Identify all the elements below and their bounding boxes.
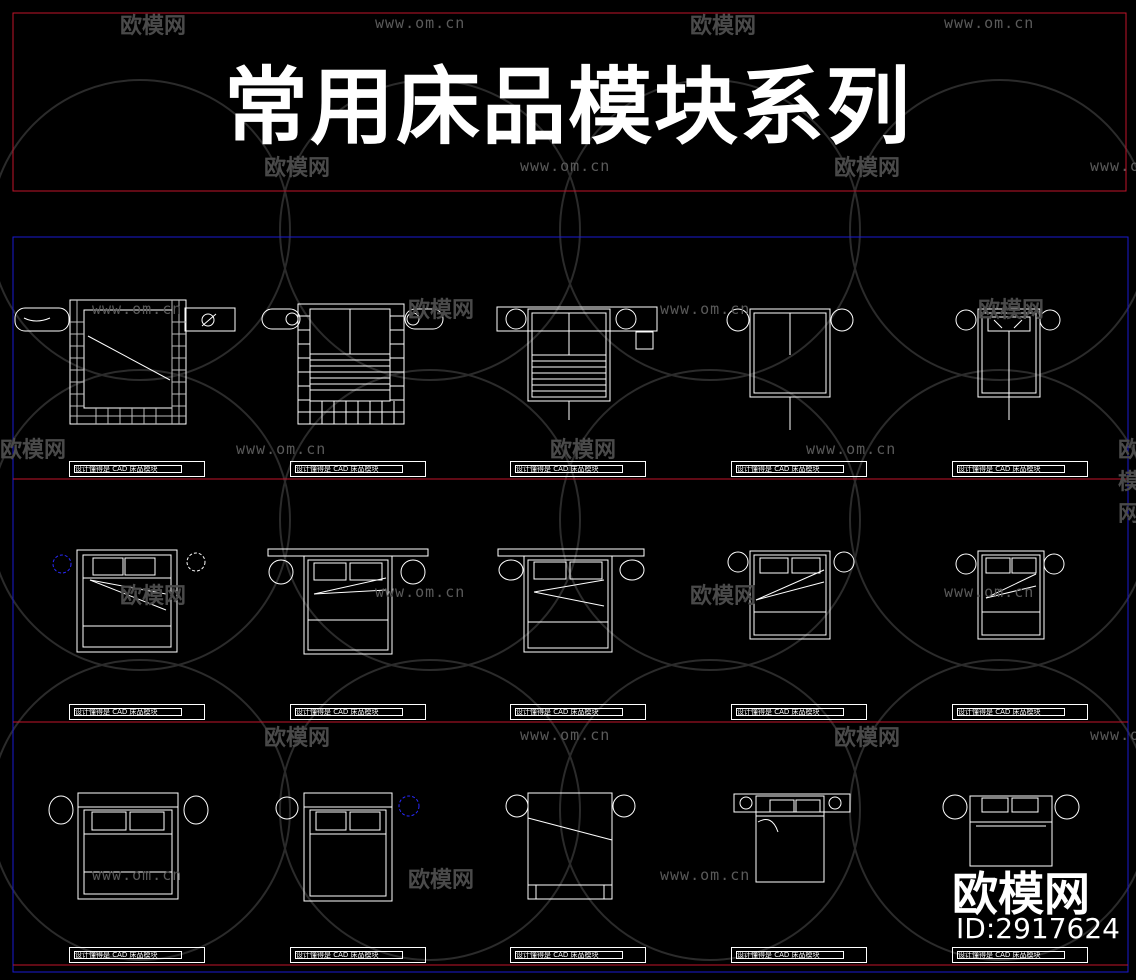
watermark-logo: 欧模网	[978, 298, 1045, 323]
watermark-logo: 欧模网	[834, 156, 901, 181]
title-frame	[12, 12, 1127, 192]
watermark-logo: 欧模网	[550, 438, 617, 463]
bed-folded-blanket-icon	[733, 793, 851, 883]
block-label: 设计懂得是 CAD 床品模块	[290, 461, 426, 477]
watermark-url: www.om.cn	[92, 300, 183, 318]
block-label: 设计懂得是 CAD 床品模块	[952, 461, 1088, 477]
block-label: 设计懂得是 CAD 床品模块	[290, 704, 426, 720]
watermark-url: www.om.cn	[92, 866, 183, 884]
blocks-frame	[12, 236, 1129, 973]
bed-striped-blanket-icon	[261, 303, 444, 425]
block-label: 设计懂得是 CAD 床品模块	[510, 704, 646, 720]
watermark-url: www.om.cn	[660, 866, 751, 884]
double-bed-pillows-icon	[497, 548, 645, 653]
watermark-logo: 欧模网	[834, 726, 901, 751]
watermark-arcs	[0, 79, 1136, 961]
watermark-url: www.om.cn	[520, 726, 611, 744]
double-bed-pillows-icon	[267, 548, 429, 655]
bed-tiled-rug-icon	[14, 299, 236, 425]
page-title: 常用床品模块系列	[223, 58, 912, 156]
watermark-logo: 欧模网	[1118, 438, 1136, 527]
block-label: 设计懂得是 CAD 床品模块	[731, 704, 867, 720]
watermark-logo: 欧模网	[120, 584, 187, 609]
watermark-logo: 欧模网	[264, 726, 331, 751]
watermark-url: www.om.cn	[1090, 157, 1136, 175]
watermark-url: www.om.cn	[375, 14, 466, 32]
block-label: 设计懂得是 CAD 床品模块	[290, 947, 426, 963]
watermark-url: www.om.cn	[944, 583, 1035, 601]
watermark-logo: 欧模网	[690, 14, 757, 39]
watermark-url: www.om.cn	[236, 440, 327, 458]
watermark-url: www.om.cn	[1090, 726, 1136, 744]
bed-fringed-rug-icon	[942, 794, 1080, 867]
block-label: 设计懂得是 CAD 床品模块	[510, 461, 646, 477]
watermark-logo: 欧模网	[264, 156, 331, 181]
brand-id: ID:2917624	[956, 912, 1120, 945]
watermark-logo: 欧模网	[120, 14, 187, 39]
watermark-url: www.om.cn	[944, 14, 1035, 32]
double-bed-pillows-icon	[275, 792, 420, 902]
double-bed-pillows-icon	[727, 550, 855, 640]
watermark-url: www.om.cn	[660, 300, 751, 318]
bed-plain-icon	[726, 308, 854, 430]
double-bed-pillows-icon	[52, 549, 206, 653]
double-bed-pillows-icon	[48, 792, 209, 900]
bed-striped-blanket-icon	[496, 306, 658, 420]
bed-folded-blanket-icon	[505, 792, 636, 900]
block-label: 设计懂得是 CAD 床品模块	[69, 461, 205, 477]
watermark-logo: 欧模网	[690, 584, 757, 609]
block-label: 设计懂得是 CAD 床品模块	[510, 947, 646, 963]
double-bed-pillows-icon	[955, 550, 1065, 640]
block-label: 设计懂得是 CAD 床品模块	[952, 947, 1088, 963]
watermark-logo: 欧模网	[408, 298, 475, 323]
block-label: 设计懂得是 CAD 床品模块	[952, 704, 1088, 720]
brand-logo: 欧模网	[952, 867, 1090, 921]
watermark-logo: 欧模网	[408, 868, 475, 893]
block-label: 设计懂得是 CAD 床品模块	[731, 461, 867, 477]
watermark-url: www.om.cn	[520, 157, 611, 175]
watermark-url: www.om.cn	[806, 440, 897, 458]
block-label: 设计懂得是 CAD 床品模块	[69, 704, 205, 720]
single-bed-icon	[955, 308, 1061, 420]
block-label: 设计懂得是 CAD 床品模块	[731, 947, 867, 963]
block-label: 设计懂得是 CAD 床品模块	[69, 947, 205, 963]
watermark-url: www.om.cn	[375, 583, 466, 601]
watermark-logo: 欧模网	[0, 438, 67, 463]
